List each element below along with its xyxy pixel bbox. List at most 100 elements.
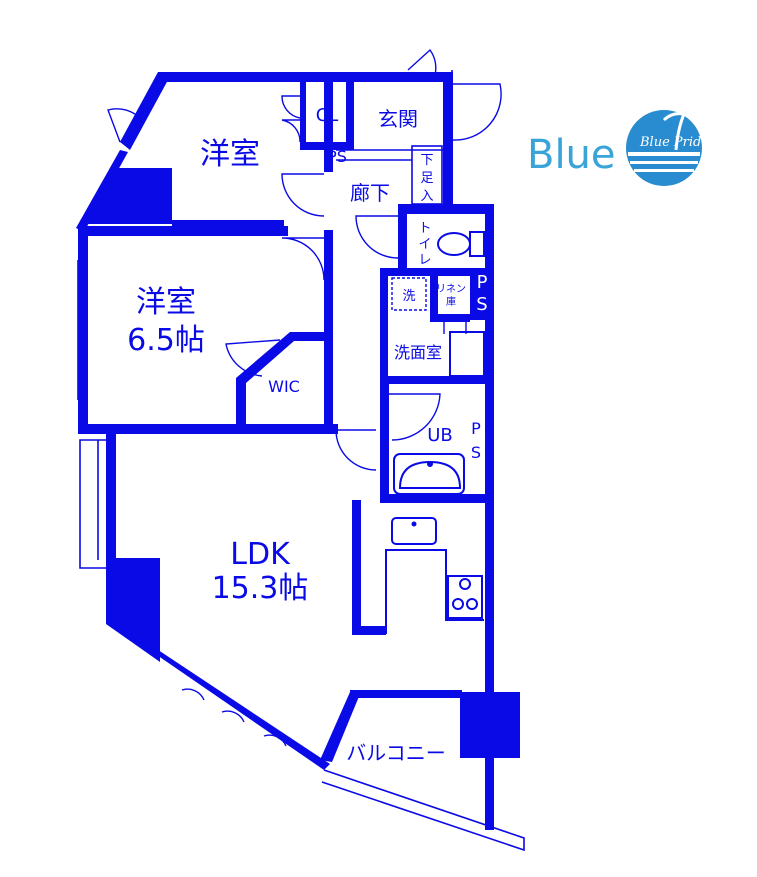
hallway-label: 廊下	[350, 181, 390, 205]
balcony-rail	[321, 769, 525, 852]
ps-top-char-1: P	[477, 272, 488, 293]
northwest-pillar	[78, 168, 172, 232]
cooktop	[447, 575, 483, 619]
bedroom1-label: 洋室	[200, 137, 260, 172]
closet-west-wall	[300, 82, 306, 146]
ldk-west-wall	[106, 432, 116, 562]
brand-wordmark: Blue	[527, 132, 616, 178]
shoe-box-char-1: 下	[420, 153, 433, 168]
toilet-char-1: ト	[418, 221, 431, 236]
ps-bath-char-1: P	[471, 419, 481, 438]
bedroom2-west-wall	[78, 226, 88, 432]
burner-3	[466, 598, 478, 610]
linen-label-1: リネン	[436, 283, 466, 295]
ps-shaft-top	[470, 272, 494, 320]
closet-doors	[281, 95, 301, 143]
wave-line-2	[630, 161, 698, 164]
tub-drain	[427, 461, 433, 467]
entrance-door-leaf	[407, 48, 437, 79]
bedroom2-north-wall	[78, 226, 288, 236]
southwest-pillar	[106, 558, 160, 662]
linen-wall	[430, 272, 438, 322]
toilet-bowl	[437, 232, 471, 256]
toilet-door	[355, 215, 399, 259]
ldk-window-swings	[181, 688, 287, 747]
laundry-label: 洗	[402, 289, 415, 304]
linen-south-wall	[430, 314, 470, 322]
corridor-wall-lower	[324, 230, 333, 434]
bathtub	[393, 453, 465, 495]
ps-corridor-label: PS	[327, 147, 347, 166]
bedroom2-label: 洋室	[136, 285, 196, 320]
shoe-box-char-3: 入	[420, 189, 433, 204]
bath-south-wall	[380, 494, 494, 503]
north-wall	[158, 72, 453, 82]
linen-label-2: 庫	[446, 295, 456, 308]
toilet-char-3: レ	[418, 253, 431, 268]
ldk-size: 15.3帖	[212, 571, 309, 606]
balcony-east-wall	[485, 756, 494, 830]
corridor-wall-upper	[324, 82, 333, 172]
wave-line-3	[634, 169, 694, 172]
entrance-door	[452, 83, 502, 141]
ps-top-char-2: S	[476, 294, 487, 315]
ldk-window-frame	[79, 439, 106, 569]
washroom-door	[335, 429, 377, 471]
balcony-west-wall	[320, 692, 360, 762]
closet-label: CL	[316, 105, 339, 126]
wave-line-1	[628, 152, 700, 156]
washroom-label: 洗面室	[394, 343, 442, 362]
sink-drain	[411, 521, 417, 527]
ldk-south-wall	[106, 620, 330, 770]
kitchen-stub-wall	[352, 626, 386, 635]
toilet-west-wall	[398, 204, 407, 270]
balcony-label: バルコニー	[346, 741, 446, 765]
brand-logo-text: Blue Pride	[639, 135, 709, 150]
toilet-char-2: イ	[418, 237, 431, 252]
wic-label: WIC	[268, 377, 300, 396]
kitchen-sink	[391, 517, 437, 545]
wic-wall	[236, 332, 324, 430]
ps-bath-char-2: S	[471, 443, 481, 462]
east-wall	[485, 204, 494, 694]
kitchen-counter	[385, 549, 484, 634]
doors	[107, 48, 502, 747]
shoe-box-char-2: 足	[420, 171, 433, 186]
toilet-tank	[469, 231, 485, 257]
wic-door	[225, 339, 281, 377]
fixtures	[383, 231, 485, 634]
northwest-wall	[120, 72, 168, 150]
bedroom1-door	[281, 173, 325, 217]
washroom-south-wall	[380, 376, 494, 384]
shoe-cabinet	[411, 145, 443, 205]
brand-logo-group: Blue Blue Pride	[527, 102, 709, 186]
room-labels: 洋室 洋室 6.5帖 CL 玄関 PS 下 足 入 廊下 ト イ レ P S 洗…	[127, 105, 488, 765]
bedroom2-door	[281, 237, 325, 281]
walls	[76, 72, 520, 830]
closet-south-wall	[300, 142, 352, 150]
balcony-pillar	[460, 692, 520, 758]
bedroom1-window-door	[107, 108, 141, 143]
entrance-west-wall	[346, 82, 354, 150]
ldk-label: LDK	[230, 537, 291, 572]
bedroom2-south-wall	[78, 424, 338, 434]
burner-1	[459, 578, 471, 590]
burner-2	[452, 598, 464, 610]
kitchen-west-wall	[352, 500, 361, 634]
palm-tree-icon	[662, 102, 702, 151]
entrance-label: 玄関	[378, 107, 418, 131]
thin-lines	[77, 70, 525, 852]
entrance-east-wall	[443, 82, 453, 206]
vanity	[449, 331, 485, 377]
bath-west-wall	[380, 376, 389, 502]
bath-door	[388, 393, 441, 441]
bath-label: UB	[427, 425, 453, 446]
toilet-north-wall	[398, 204, 494, 214]
brand-emblem	[626, 110, 702, 186]
bedroom1-south-wall	[172, 220, 284, 230]
bedroom2-size: 6.5帖	[127, 323, 205, 358]
northwest-slant-wall	[76, 150, 128, 232]
laundry-pan	[391, 277, 427, 311]
